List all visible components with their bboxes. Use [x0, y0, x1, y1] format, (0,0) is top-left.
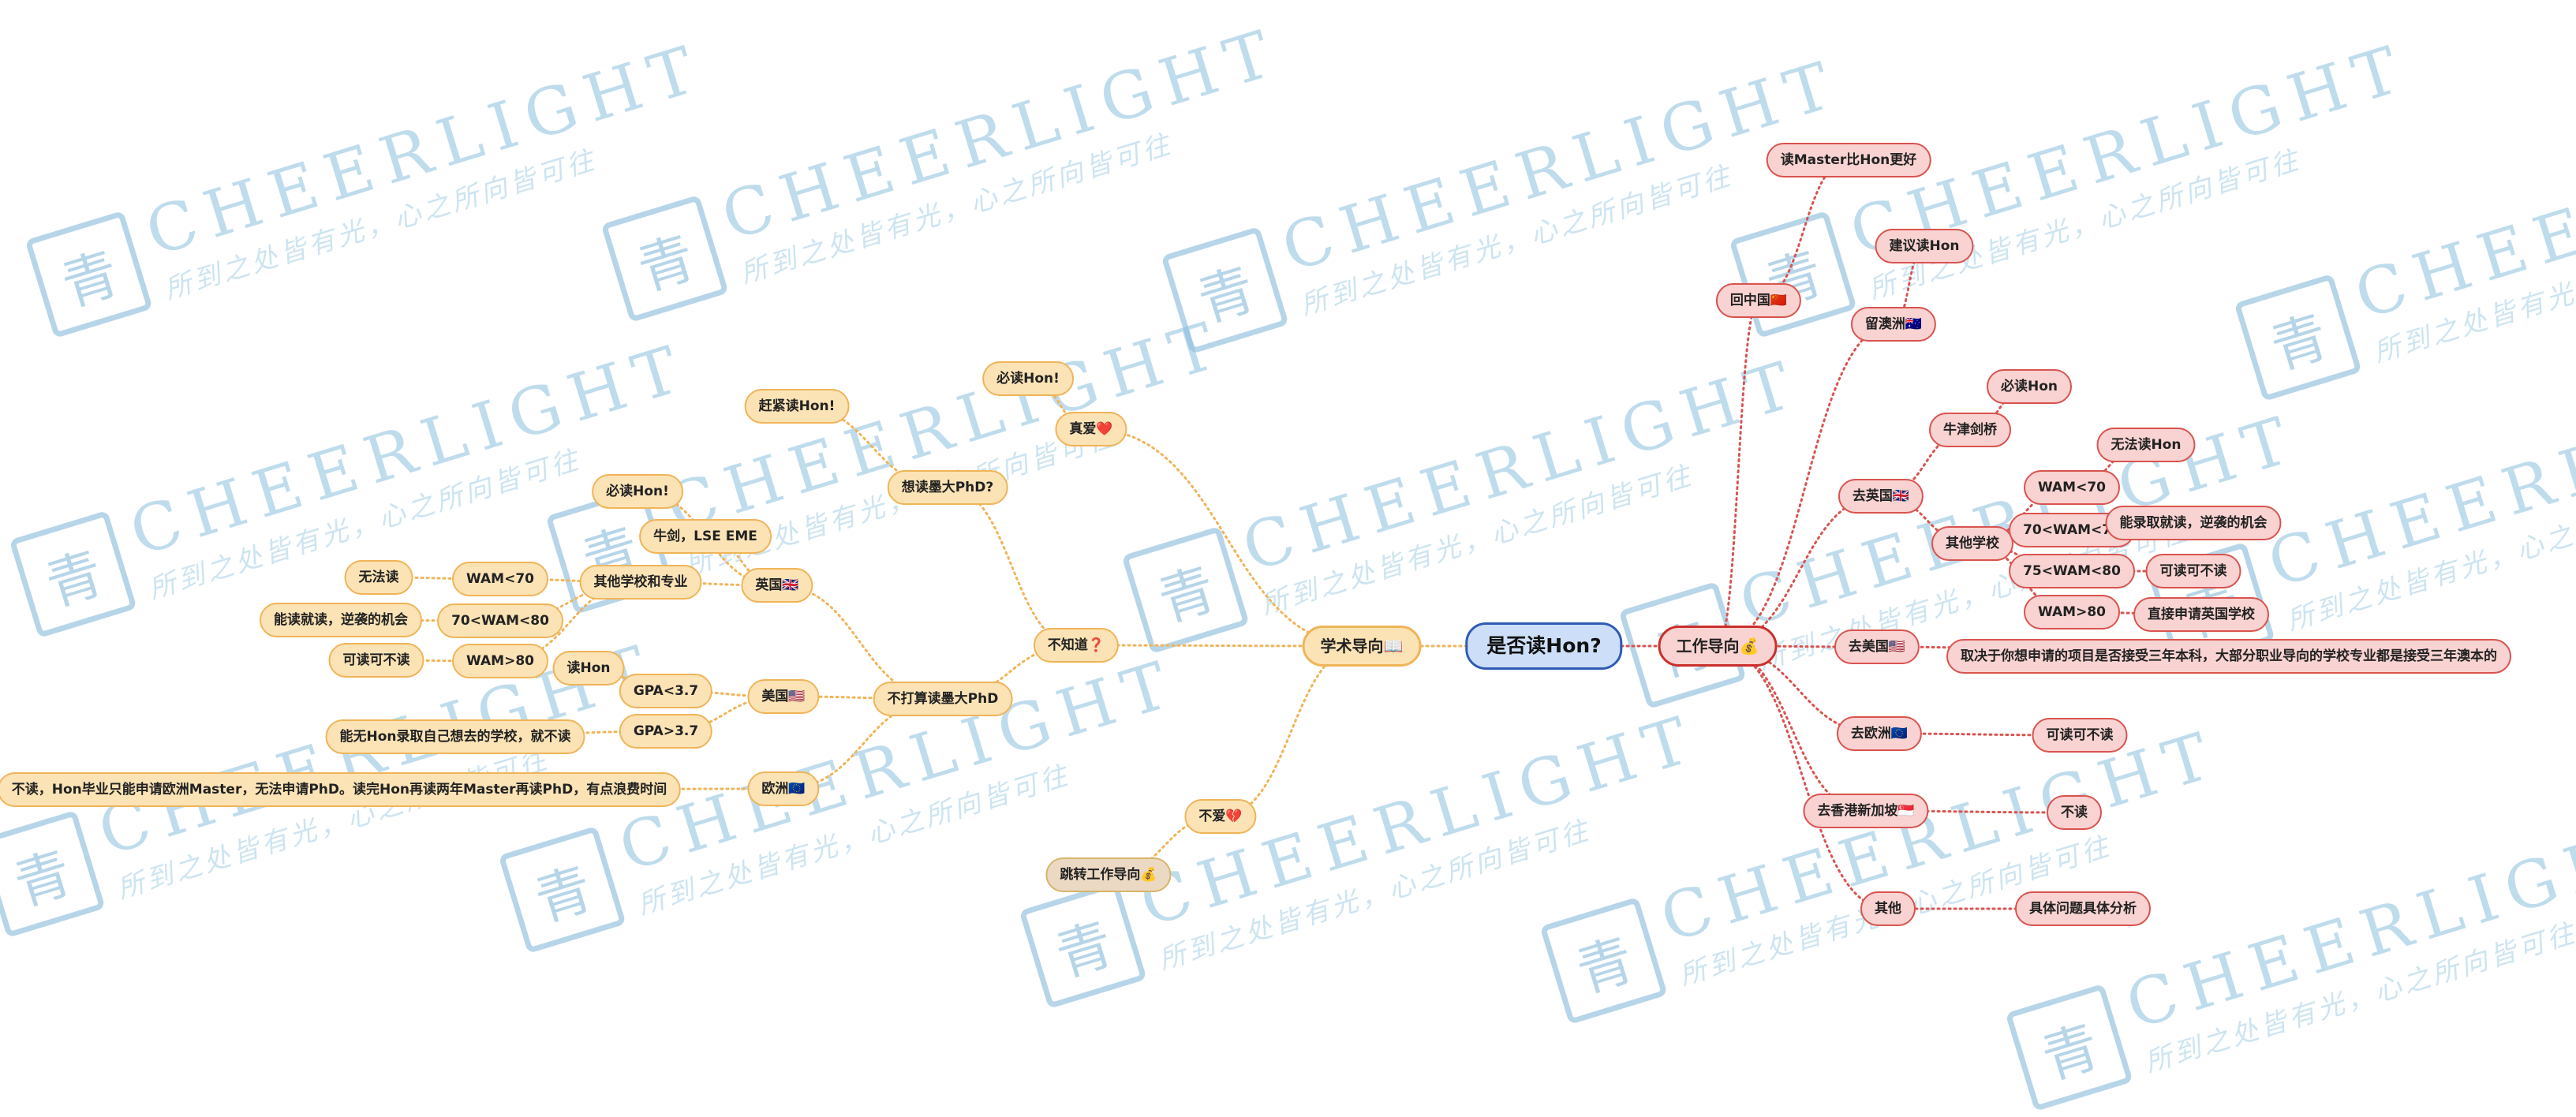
cannot-read-node[interactable]: 无法读: [344, 560, 413, 595]
academic-uk-must-read-node[interactable]: 必读Hon!: [592, 474, 683, 509]
do-not-read-node[interactable]: 不读: [2047, 795, 2102, 830]
connector-line: [1716, 495, 1882, 648]
wam-70-80-node[interactable]: 70<WAM<80: [437, 603, 563, 638]
hk-singapore-node[interactable]: 去香港新加坡🇸🇬: [1803, 794, 1929, 828]
work-wam-above-80-node[interactable]: WAM>80: [2024, 595, 2120, 629]
jump-to-work-node[interactable]: 跳转工作导向💰: [1045, 857, 1172, 892]
work-orientation-node[interactable]: 工作导向💰: [1658, 626, 1778, 667]
optional-node[interactable]: 可读可不读: [328, 643, 424, 678]
academic-uk-node[interactable]: 英国🇬🇧: [741, 568, 813, 603]
read-if-admitted-node[interactable]: 能录取就读，逆袭的机会: [2105, 506, 2282, 540]
academic-europe-node[interactable]: 欧洲🇪🇺: [747, 771, 820, 806]
academic-us-node[interactable]: 美国🇺🇸: [747, 679, 820, 714]
work-uk-node[interactable]: 去英国🇬🇧: [1838, 479, 1924, 514]
connector-line: [946, 486, 1078, 647]
oxbridge-lse-node[interactable]: 牛剑，LSE EME: [639, 519, 772, 554]
work-optional-node[interactable]: 可读可不读: [2145, 554, 2241, 588]
read-if-possible-node[interactable]: 能读就读，逆袭的机会: [260, 603, 422, 637]
skip-if-admitted-node[interactable]: 能无Hon录取自己想去的学校，就不读: [325, 719, 585, 754]
other-schools-node[interactable]: 其他学校: [1931, 526, 2013, 561]
read-hon-node[interactable]: 读Hon: [552, 651, 625, 686]
other-schools-majors-node[interactable]: 其他学校和专业: [579, 565, 702, 600]
gpa-below-3-7-node[interactable]: GPA<3.7: [619, 674, 713, 708]
academic-orientation-node[interactable]: 学术导向📖: [1302, 626, 1422, 667]
want-unimelb-phd-node[interactable]: 想读墨大PhD?: [887, 470, 1008, 505]
work-europe-optional-node[interactable]: 可读可不读: [2032, 718, 2128, 753]
work-wam-75-80-node[interactable]: 75<WAM<80: [2009, 554, 2135, 588]
connector-line: [1757, 159, 1850, 302]
suggest-hon-node[interactable]: 建议读Hon: [1875, 229, 1974, 263]
work-must-read-hon-node[interactable]: 必读Hon: [1986, 369, 2073, 404]
other-node[interactable]: 其他: [1860, 891, 1916, 926]
return-china-node[interactable]: 回中国🇨🇳: [1715, 283, 1802, 318]
connector-line: [1219, 644, 1363, 818]
wam-above-80-node[interactable]: WAM>80: [452, 644, 548, 678]
not-love-node[interactable]: 不爱💔: [1184, 799, 1257, 834]
connector-line: [1716, 644, 1890, 910]
wam-below-70-node[interactable]: WAM<70: [452, 562, 548, 596]
work-us-node[interactable]: 去美国🇺🇸: [1834, 629, 1920, 664]
connector-line: [1090, 428, 1363, 648]
connector-line: [1716, 299, 1760, 648]
master-better-node[interactable]: 读Master比Hon更好: [1766, 143, 1931, 177]
root-node[interactable]: 是否读Hon?: [1465, 622, 1623, 670]
true-love-node[interactable]: 真爱❤️: [1055, 412, 1127, 446]
work-europe-node[interactable]: 去欧洲🇪🇺: [1836, 716, 1923, 751]
cannot-read-hon-node[interactable]: 无法读Hon: [2096, 428, 2196, 462]
no-unimelb-phd-node[interactable]: 不打算读墨大PhD: [873, 682, 1013, 716]
us-explanation-node[interactable]: 取决于你想申请的项目是否接受三年本科，大部分职业导向的学校专业都是接受三年澳本的: [1946, 639, 2511, 674]
oxford-cambridge-node[interactable]: 牛津剑桥: [1929, 413, 2011, 447]
work-wam-below-70-node[interactable]: WAM<70: [2024, 470, 2120, 505]
stay-australia-node[interactable]: 留澳洲🇦🇺: [1850, 307, 1937, 342]
must-read-hon-node[interactable]: 必读Hon!: [982, 361, 1074, 396]
apply-uk-directly-node[interactable]: 直接申请英国学校: [2133, 597, 2269, 632]
unsure-node[interactable]: 不知道❓: [1033, 628, 1120, 663]
europe-explanation-node[interactable]: 不读，Hon毕业只能申请欧洲Master，无法申请PhD。读完Hon再读两年Ma…: [0, 772, 682, 807]
case-by-case-node[interactable]: 具体问题具体分析: [2015, 891, 2151, 926]
gpa-above-3-7-node[interactable]: GPA>3.7: [619, 714, 713, 749]
read-hon-now-node[interactable]: 赶紧读Hon!: [744, 389, 850, 424]
